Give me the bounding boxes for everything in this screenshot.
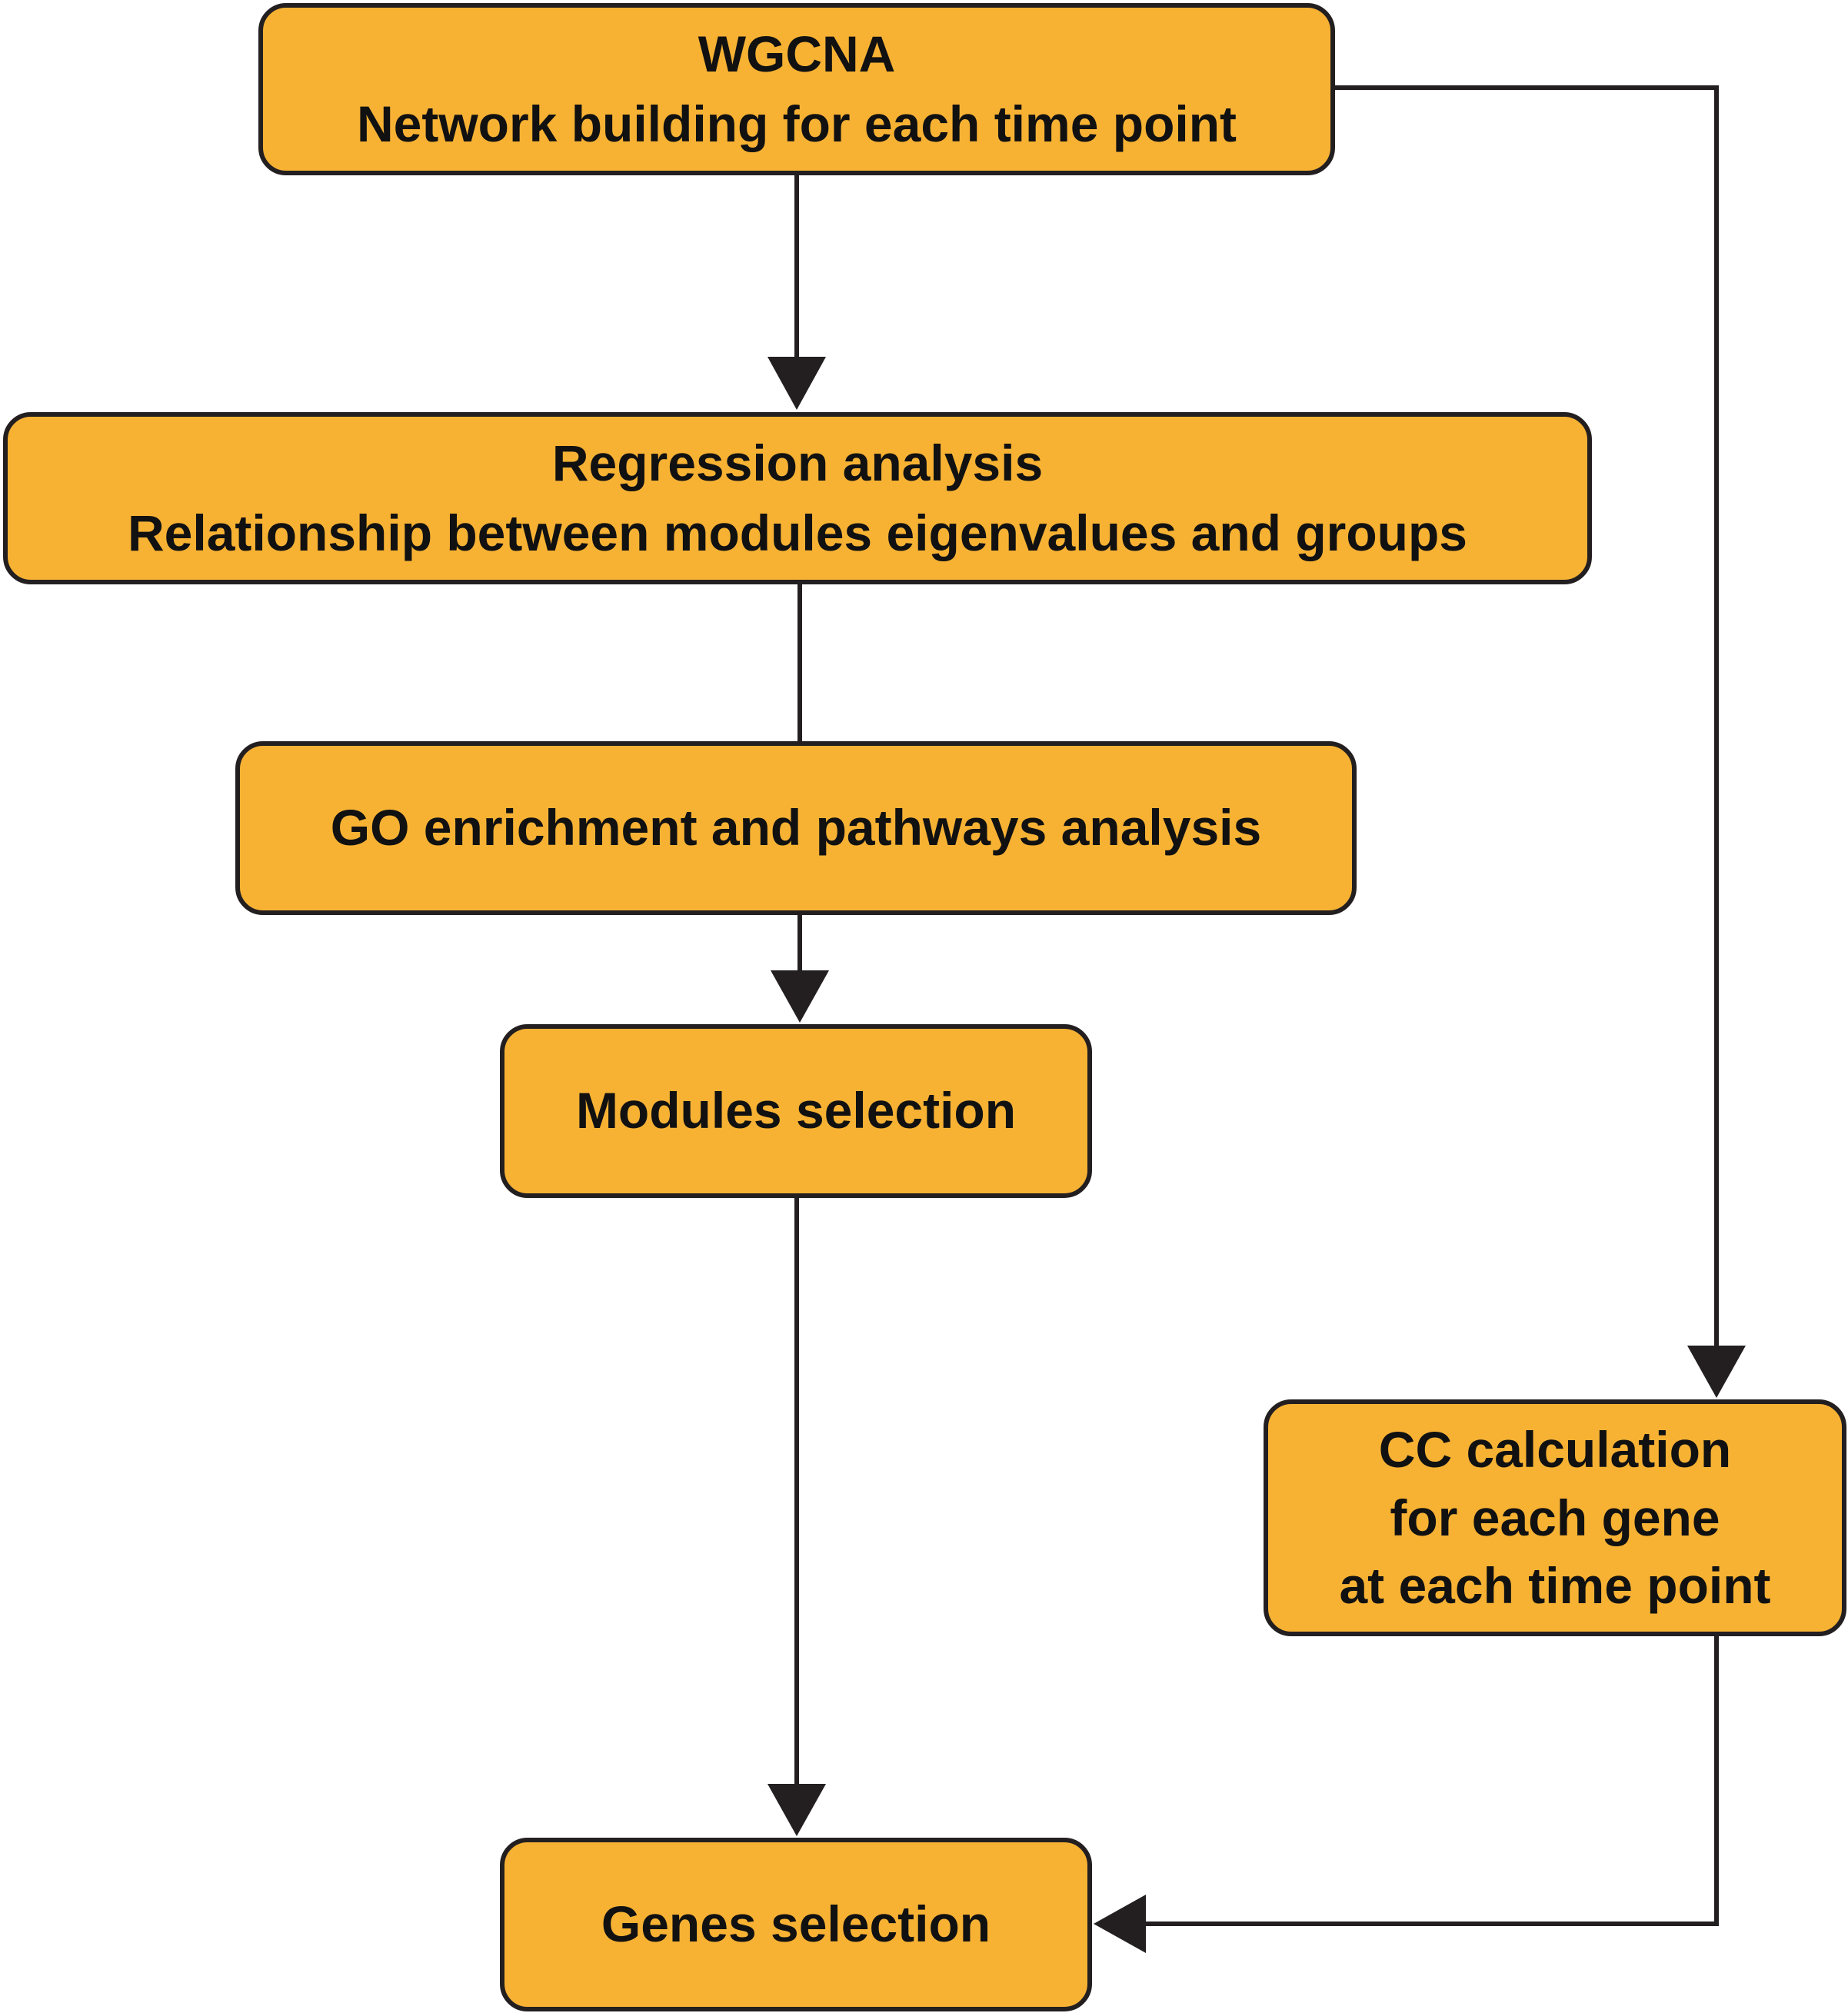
wgcna-subtitle: Network building for each time point: [356, 95, 1237, 152]
regression-subtitle: Relationship between modules eigenvalues…: [127, 504, 1467, 561]
edge-cc-to-genes: [1143, 1636, 1719, 1926]
arrowhead-wgcna-to-cc: [1687, 1346, 1746, 1398]
arrowhead-wgcna-to-regression: [768, 357, 826, 410]
go-enrichment-node: GO enrichment and pathways analysis: [235, 741, 1357, 915]
regression-title: Regression analysis: [551, 434, 1044, 491]
edge-wgcna-to-cc: [1335, 85, 1719, 1350]
wgcna-title: WGCNA: [698, 25, 896, 82]
cc-line-3: at each time point: [1339, 1557, 1771, 1615]
arrowhead-go-to-modules: [771, 970, 829, 1023]
go-title: GO enrichment and pathways analysis: [330, 799, 1262, 857]
arrowhead-modules-to-genes: [768, 1784, 826, 1836]
modules-selection-node: Modules selection: [500, 1024, 1092, 1198]
cc-line-2: for each gene: [1390, 1489, 1720, 1546]
genes-selection-node: Genes selection: [500, 1838, 1092, 2011]
cc-line-1: CC calculation: [1378, 1421, 1732, 1479]
arrowhead-cc-to-genes: [1094, 1895, 1146, 1953]
regression-analysis-node: Regression analysis Relationship between…: [3, 412, 1592, 584]
wgcna-node: WGCNA Network building for each time poi…: [258, 3, 1335, 175]
modules-title: Modules selection: [575, 1082, 1017, 1140]
genes-title: Genes selection: [601, 1895, 991, 1953]
cc-calculation-node: CC calculation for each gene at each tim…: [1264, 1399, 1846, 1636]
